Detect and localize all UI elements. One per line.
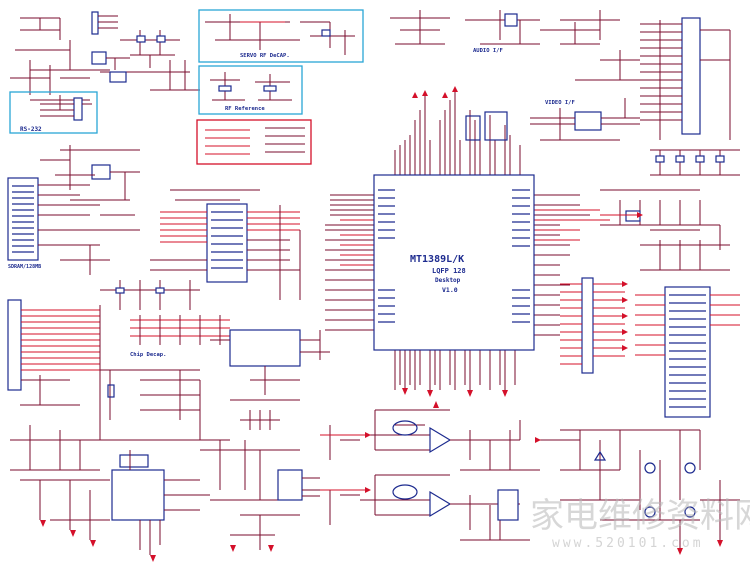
- opamp-upper: [429, 426, 452, 454]
- rf-reference-frame: [198, 65, 303, 115]
- servo-rf-decap-block: SERVO RF DeCAP.: [198, 9, 364, 63]
- servo-rf-decap-label: SERVO RF DeCAP.: [240, 53, 290, 59]
- main-chip-package: LQFP 128: [432, 267, 466, 275]
- main-chip-body: [373, 174, 535, 351]
- chip-decap-label: Chip Decap.: [130, 352, 166, 358]
- sdram-right-chip: [664, 286, 711, 418]
- rf-reference-block: RF Reference: [198, 65, 303, 115]
- regulator-ic: [91, 164, 111, 180]
- diode: [593, 450, 607, 461]
- video-buffer-ic: [574, 111, 602, 131]
- audio-dac: [229, 329, 301, 367]
- right-side-circuit: [560, 189, 740, 418]
- audio-if-label: AUDIO I/F: [473, 48, 503, 54]
- audio-output-stage: [560, 429, 740, 555]
- main-decoder: MT1389L/K LQFP 128 Desktop V1.0: [325, 86, 610, 397]
- av-connector-body: [681, 17, 701, 135]
- left-connector-body: [7, 299, 22, 391]
- flash-chip: [206, 203, 248, 283]
- flash-block: [100, 189, 301, 310]
- watermark-cn: 家电维修资料网: [530, 496, 750, 536]
- rs232-block: RS-232: [9, 91, 98, 134]
- right-connector: [581, 277, 594, 374]
- av-connector: [575, 17, 731, 140]
- main-chip-name: MT1389L/K: [410, 254, 464, 265]
- video-if-block: VIDEO I/F: [530, 98, 740, 176]
- bottom-left-circuit: [10, 425, 320, 562]
- sdram-label: SDRAM/128MB: [8, 264, 41, 270]
- rs232-frame: [9, 91, 98, 134]
- notes-block: [196, 119, 312, 165]
- sdram-block: SDRAM/128MB: [7, 145, 140, 275]
- watermark-url: www.520101.com: [552, 536, 704, 551]
- audio-if-block: AUDIO I/F: [390, 10, 620, 54]
- power-ic: [111, 469, 165, 521]
- main-chip-variant: Desktop: [435, 277, 461, 284]
- left-connector: [7, 299, 101, 440]
- main-chip-version: V1.0: [442, 286, 458, 294]
- opamp-section: [320, 401, 580, 541]
- opamp-lower: [429, 490, 452, 518]
- mute-connector: [497, 489, 519, 521]
- watermark: 家电维修资料网 www.520101.com: [530, 496, 750, 551]
- chip-decap-block: Chip Decap.: [100, 315, 330, 441]
- video-if-label: VIDEO I/F: [545, 100, 575, 106]
- notes-frame: [196, 119, 312, 165]
- servo-frame: [198, 9, 364, 63]
- rf-reference-label: RF Reference: [225, 106, 265, 112]
- connector-top-left: [91, 11, 99, 35]
- sdram-chip: [7, 177, 39, 261]
- jack-connector: [277, 469, 303, 501]
- top-left-circuit: [10, 11, 200, 110]
- rs232-label: RS-232: [20, 126, 42, 133]
